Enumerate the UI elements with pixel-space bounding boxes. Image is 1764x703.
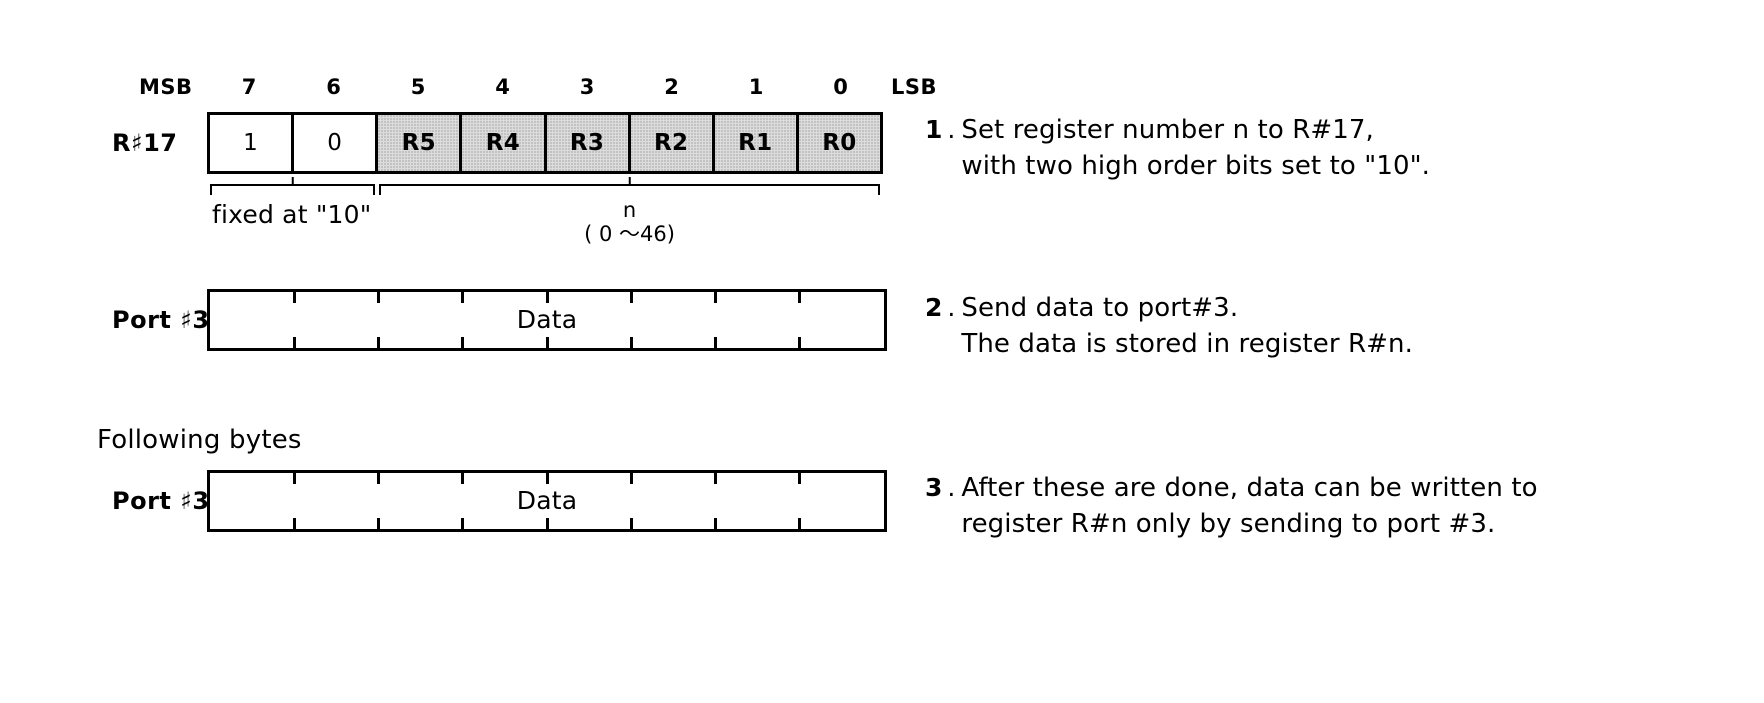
instruction-3-separator: . [947, 473, 956, 502]
instruction-1-text: Set register number n to R#17, with two … [961, 115, 1431, 181]
port-block-1-data-text: Data [516, 305, 578, 334]
port-block-2-box: Data [207, 470, 887, 532]
brace-n-label: n [622, 198, 637, 222]
bit-index-5: 5 [410, 75, 426, 99]
instruction-3: 3 . After these are done, data can be wr… [925, 470, 1538, 542]
instruction-1-number: 1 [925, 115, 943, 144]
bit-index-3: 3 [579, 75, 595, 99]
instruction-2-separator: . [947, 293, 956, 322]
instruction-2: 2 . Send data to port#3. The data is sto… [925, 290, 1413, 362]
brace-n-bits [379, 184, 880, 195]
msb-label: MSB [139, 75, 193, 99]
lsb-label: LSB [891, 75, 938, 99]
register-row-label: R♯17 [112, 129, 178, 157]
bit-cell-0: R0 [798, 115, 880, 171]
register-bitfield: 1 0 R5 R4 R3 R2 R1 R0 [207, 112, 883, 174]
bit-cell-4: R4 [462, 115, 547, 171]
bit-cell-2: R2 [630, 115, 715, 171]
bit-index-1: 1 [748, 75, 764, 99]
brace-fixed-bits [210, 184, 375, 195]
bit-cell-7: 1 [210, 115, 295, 171]
port-block-1-label: Port ♯3 [112, 306, 210, 334]
port-block-1-box: Data [207, 289, 887, 351]
bit-index-4: 4 [495, 75, 511, 99]
bit-index-2: 2 [664, 75, 680, 99]
instruction-1-separator: . [947, 115, 956, 144]
brace-n-range-label: ( 0 ～46) [584, 222, 675, 246]
instruction-2-number: 2 [925, 293, 943, 322]
bit-index-6: 6 [326, 75, 342, 99]
following-bytes-label: Following bytes [97, 425, 302, 455]
bit-index-row: 7 6 5 4 3 2 1 0 [207, 74, 883, 100]
bit-cell-1: R1 [714, 115, 799, 171]
bit-index-0: 0 [833, 75, 849, 99]
bit-cell-6: 0 [294, 115, 379, 171]
brace-fixed-label: fixed at "10" [212, 200, 372, 229]
port-block-2-label: Port ♯3 [112, 487, 210, 515]
bit-cell-3: R3 [546, 115, 631, 171]
bit-cell-5: R5 [378, 115, 463, 171]
port-block-2-data-text: Data [516, 486, 578, 515]
instruction-1: 1 . Set register number n to R#17, with … [925, 112, 1430, 184]
instruction-2-text: Send data to port#3. The data is stored … [961, 293, 1413, 359]
instruction-3-text: After these are done, data can be writte… [961, 473, 1538, 539]
instruction-3-number: 3 [925, 473, 943, 502]
bit-index-7: 7 [241, 75, 257, 99]
